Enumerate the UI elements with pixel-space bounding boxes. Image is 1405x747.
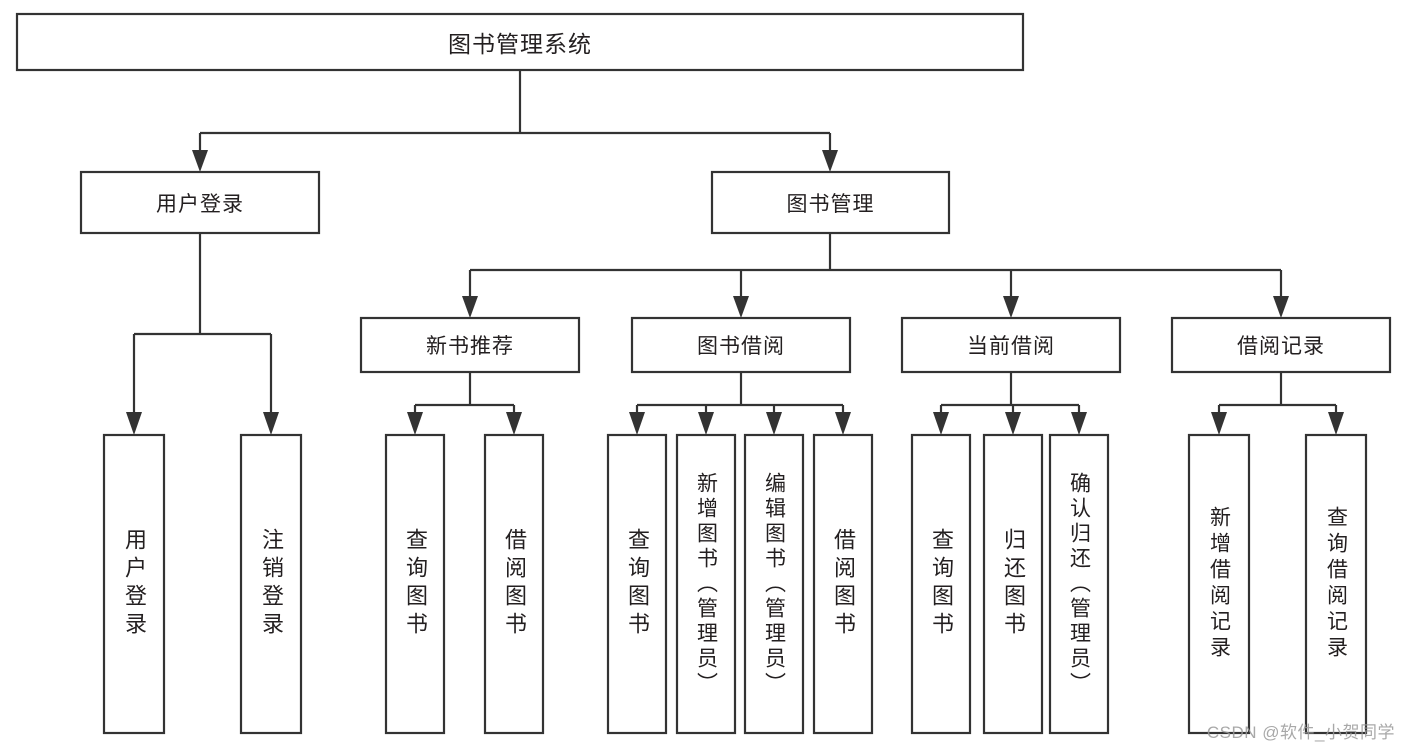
- connector-borrow-record-to-leaves: [1211, 372, 1344, 435]
- node-box-leaf-query-book-2[interactable]: [606, 433, 668, 735]
- node-box-root[interactable]: [15, 12, 1025, 72]
- csdn-watermark: CSDN @软件_小贺同学: [1206, 723, 1395, 742]
- node-box-leaf-query-book-1[interactable]: [384, 433, 446, 735]
- connector-book-manage-to-level3: [462, 233, 1289, 318]
- connector-new-book-recommend-to-leaves: [407, 372, 522, 435]
- node-box-new-book-recommend[interactable]: [359, 316, 581, 374]
- node-box-leaf-borrow-book-1[interactable]: [483, 433, 545, 735]
- connector-root-to-level2: [192, 70, 838, 172]
- connector-book-borrow-to-leaves: [629, 372, 851, 435]
- node-box-leaf-logout[interactable]: [239, 433, 303, 735]
- node-box-leaf-confirm-return[interactable]: [1048, 433, 1110, 735]
- node-box-leaf-user-login[interactable]: [102, 433, 166, 735]
- node-box-user-login[interactable]: [79, 170, 321, 235]
- node-box-leaf-add-record[interactable]: [1187, 433, 1251, 735]
- node-box-leaf-query-record[interactable]: [1304, 433, 1368, 735]
- node-box-book-manage[interactable]: [710, 170, 951, 235]
- node-box-current-borrow[interactable]: [900, 316, 1122, 374]
- node-box-book-borrow[interactable]: [630, 316, 852, 374]
- node-box-leaf-add-book[interactable]: [675, 433, 737, 735]
- node-box-borrow-record[interactable]: [1170, 316, 1392, 374]
- connector-current-borrow-to-leaves: [933, 372, 1087, 435]
- node-box-leaf-edit-book[interactable]: [743, 433, 805, 735]
- connector-user-login-to-leaves: [126, 233, 279, 435]
- node-box-leaf-return-book[interactable]: [982, 433, 1044, 735]
- node-box-leaf-query-book-3[interactable]: [910, 433, 972, 735]
- node-box-leaf-borrow-book-2[interactable]: [812, 433, 874, 735]
